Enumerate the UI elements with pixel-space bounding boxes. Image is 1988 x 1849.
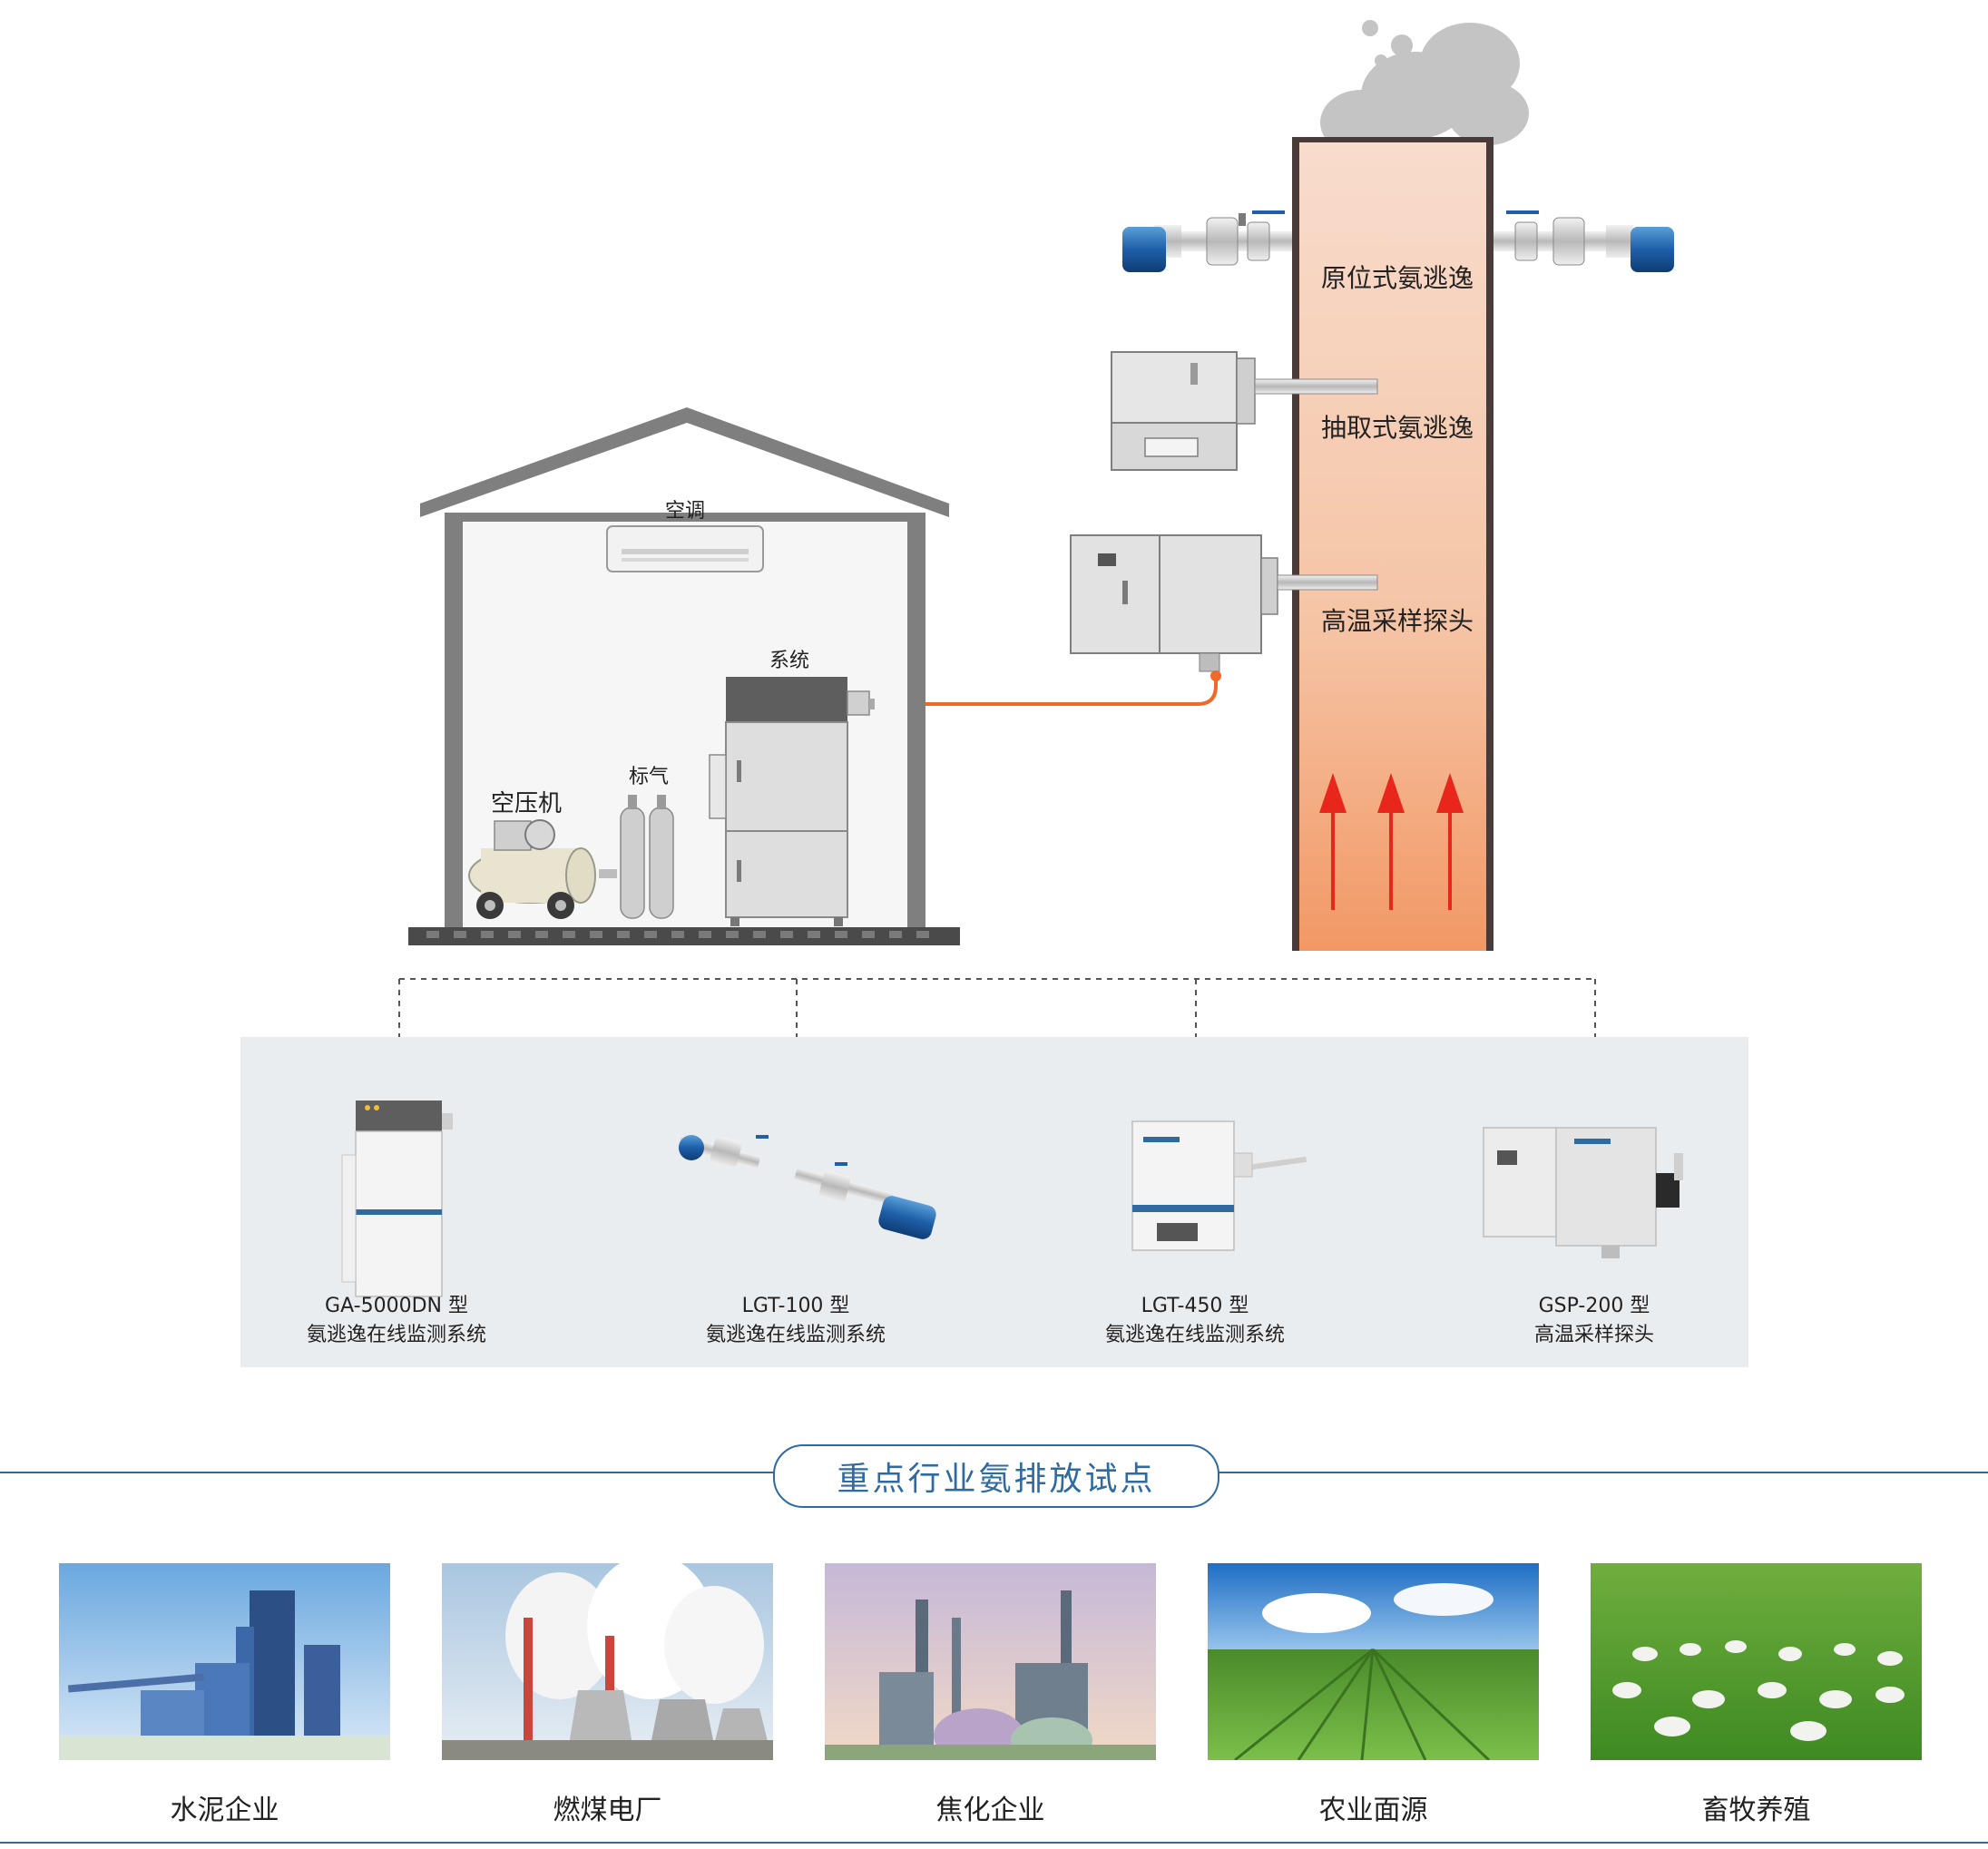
product-lgt100-image [678,1135,936,1239]
product-model: LGT-100 型 [741,1295,850,1317]
bottom-divider [0,1842,1988,1844]
photo-cement [59,1563,390,1760]
label-air-compressor: 空压机 [490,790,562,817]
gas-cylinders [620,795,674,919]
caption-agriculture: 农业面源 [1318,1795,1428,1826]
system-cabinet [709,677,875,926]
sample-pipe [874,675,1218,706]
product-desc: 高温采样探头 [1533,1324,1654,1346]
photo-agriculture [1208,1563,1539,1760]
product-gsp200-image [1483,1127,1683,1258]
flue-gas-arrows [1319,773,1464,910]
product-desc: 氨逃逸在线监测系统 [1104,1324,1285,1346]
caption-cement: 水泥企业 [170,1795,279,1826]
product-model: GSP-200 型 [1538,1295,1650,1317]
extractive-analyzer [1111,351,1378,471]
label-insitu-ammonia-slip: 原位式氨逃逸 [1320,263,1474,293]
label-high-temp-probe: 高温采样探头 [1320,606,1474,636]
caption-coal-power: 燃煤电厂 [553,1795,662,1826]
label-standard-gas: 标气 [628,766,669,788]
insitu-analyzer-left [1122,210,1292,272]
product-desc: 氨逃逸在线监测系统 [705,1324,886,1346]
product-lgt450-image [1131,1120,1307,1251]
high-temperature-probe [1070,534,1378,672]
product-panel [240,1037,1748,1367]
air-conditioner [606,525,764,572]
air-compressor [468,819,617,919]
product-model: GA-5000DN 型 [325,1295,468,1317]
product-lgt450: LGT-450 型 氨逃逸在线监测系统 [1045,1292,1345,1350]
product-gsp200: GSP-200 型 高温采样探头 [1444,1292,1744,1350]
label-air-conditioner: 空调 [664,500,705,523]
product-ga5000dn-image [341,1101,453,1297]
product-ga5000dn: GA-5000DN 型 氨逃逸在线监测系统 [247,1292,546,1350]
photo-coal-power [442,1563,773,1760]
product-desc: 氨逃逸在线监测系统 [306,1324,486,1346]
product-lgt100: LGT-100 型 氨逃逸在线监测系统 [646,1292,945,1350]
caption-coking: 焦化企业 [935,1795,1045,1826]
section-title: 重点行业氨排放试点 [773,1444,1219,1508]
product-model: LGT-450 型 [1141,1295,1249,1317]
insitu-analyzer-right [1493,210,1674,272]
photo-coking [825,1563,1156,1760]
label-extractive-ammonia-slip: 抽取式氨逃逸 [1320,413,1474,443]
photo-livestock [1591,1563,1922,1760]
caption-livestock: 畜牧养殖 [1701,1795,1811,1826]
label-system: 系统 [769,650,809,672]
